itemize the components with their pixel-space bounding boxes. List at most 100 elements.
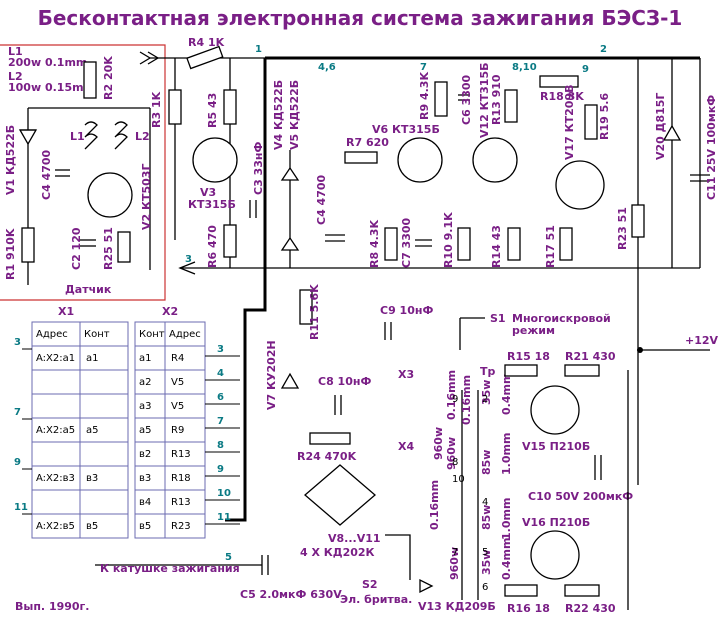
node-9: 9: [582, 64, 589, 75]
output-stage-wires: [627, 268, 639, 610]
r21-resistor: [564, 364, 600, 377]
l1-coil-icon: [84, 121, 98, 150]
r24-label: R24 470K: [297, 450, 357, 463]
right-node-number: 4: [217, 368, 224, 379]
r5-resistor: [223, 89, 237, 125]
c3-label: C3 33нФ: [252, 142, 265, 195]
v13-label: V13 КД209Б: [418, 600, 496, 613]
r18-label: R18 3K: [540, 90, 584, 103]
table-x1-cell: a1: [86, 353, 99, 364]
r24-resistor: [309, 432, 351, 445]
r7-resistor: [344, 151, 378, 164]
c2-label: C2 120: [70, 227, 83, 270]
table-x1-title: X1: [58, 305, 74, 318]
table-x2-frame: [134, 321, 206, 539]
r23-label: R23 51: [616, 207, 629, 250]
r22-label: R22 430: [565, 602, 616, 615]
pin-4: 4: [482, 497, 488, 508]
node-11: 2: [600, 44, 607, 55]
v2-transistor-icon: [87, 172, 133, 218]
r10-label: R10 9.1K: [442, 212, 455, 268]
table-x2-cell: a5: [139, 425, 152, 436]
s2-switch-icon[interactable]: [385, 534, 411, 580]
right-node-number: 7: [217, 416, 224, 427]
node-2: 3: [185, 254, 192, 265]
table-x2-title: X2: [162, 305, 178, 318]
s2-desc: Эл. бритва.: [340, 593, 412, 606]
thick-bus-left: [225, 58, 267, 522]
c5-label: C5 2.0мкФ 630V: [240, 588, 342, 601]
x4-label: X4: [398, 440, 414, 453]
table-x2-cell: в3: [139, 473, 151, 484]
v12-transistor-icon: [472, 137, 518, 183]
v2-label: V2 КТ503Г: [140, 164, 153, 230]
winding-1: 960w: [432, 427, 445, 460]
v6-transistor-icon: [397, 137, 443, 183]
s2-label: S2: [362, 578, 378, 591]
node-810: 8,10: [512, 62, 537, 73]
v17-label: V17 КТ209В: [563, 85, 576, 161]
s1-desc-line2: режим: [512, 324, 555, 337]
r21-label: R21 430: [565, 350, 616, 363]
r23-resistor: [631, 204, 645, 238]
v8-label: V8...V11: [328, 532, 381, 545]
l2-label: L2: [8, 70, 23, 83]
table-x2-cell: R4: [171, 353, 184, 364]
winding-11: 85w: [480, 505, 493, 530]
table-x1-cell: в3: [86, 473, 98, 484]
r18-resistor: [539, 75, 579, 88]
v1-diode-icon: [18, 129, 38, 146]
winding-3: 0.16mm: [460, 375, 473, 425]
table-x2-cell: a1: [139, 353, 152, 364]
right-node-number: 10: [217, 488, 231, 499]
table-x2-cell: R13: [171, 449, 191, 460]
v20-label: V20 Д815Г: [654, 93, 667, 160]
node-7: 7: [420, 62, 427, 73]
v3-transistor-icon: [192, 137, 238, 183]
v16-transistor-icon: [530, 530, 580, 580]
r5-label: R5 43: [206, 93, 219, 128]
r1-label: R1 910K: [4, 228, 17, 280]
r6-resistor: [223, 224, 237, 258]
v15-transistor-icon: [530, 385, 580, 435]
r3-resistor: [168, 89, 182, 125]
r8-label: R8 4.3K: [368, 220, 381, 268]
transformer-core: [461, 390, 479, 600]
pin-6: 6: [482, 582, 488, 593]
r14-label: R14 43: [490, 225, 503, 268]
table-x2-cell: R13: [171, 497, 191, 508]
r19-label: R19 5.6: [598, 93, 611, 140]
pin-2: 2: [482, 394, 488, 405]
v5-label: V5 КД522Б: [288, 80, 301, 150]
node-5: 5: [225, 552, 232, 563]
table-x1-cell: a5: [86, 425, 99, 436]
r11-resistor: [299, 289, 313, 325]
v17-transistor-icon: [555, 160, 605, 210]
right-node-number: 3: [217, 344, 224, 355]
r17-label: R17 51: [544, 225, 557, 268]
r4-label: R4 1K: [188, 36, 225, 49]
table-x2-cell: R18: [171, 473, 191, 484]
winding-5: 960w: [448, 547, 461, 580]
c4-left-label: C4 4700: [40, 149, 53, 200]
left-node-number: 11: [14, 502, 28, 513]
sensor-boundary: [0, 44, 166, 301]
s1-switch-icon[interactable]: [459, 317, 485, 350]
l1-label: L1: [8, 45, 23, 58]
r25-resistor: [117, 231, 131, 263]
right-node-number: 11: [217, 512, 231, 523]
footer-note: Вып. 1990г.: [15, 600, 89, 613]
power-label: +12V: [685, 334, 719, 347]
r22-resistor: [564, 584, 600, 597]
winding-12: 1.0mm: [500, 498, 513, 540]
bottom-rail-arrow-icon: [178, 261, 196, 275]
v3-type: КТ315Б: [188, 198, 236, 211]
v5-diode-icon: [280, 236, 300, 251]
v7-label: V7 КУ202Н: [265, 340, 278, 410]
l2-spec: 100w 0.15mm: [8, 81, 95, 94]
v7-thyristor-icon: [280, 372, 300, 389]
